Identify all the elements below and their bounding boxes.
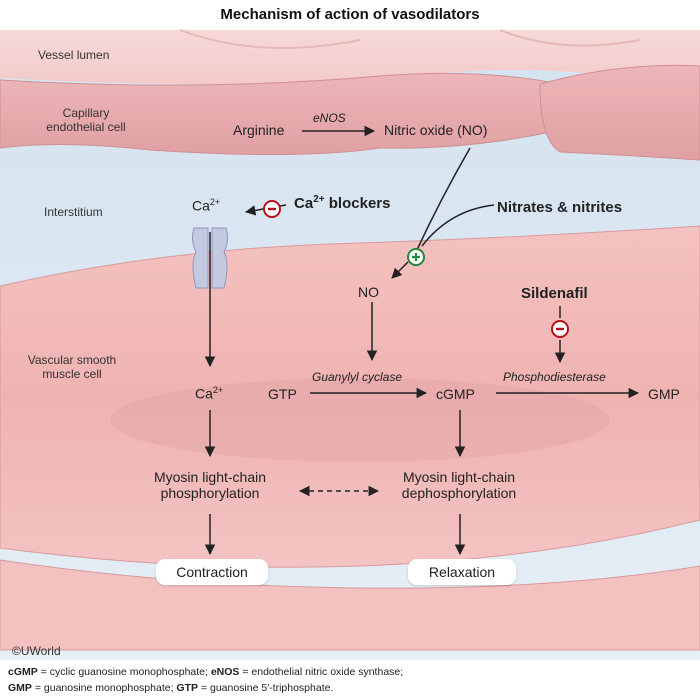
label-vessel-lumen: Vessel lumen (38, 48, 110, 62)
label-smooth-muscle-cell: Vascular smooth muscle cell (27, 353, 117, 381)
diagram-title: Mechanism of action of vasodilators (220, 6, 480, 23)
outcome-relaxation: Relaxation (408, 559, 516, 585)
inhibit-icon (263, 200, 281, 218)
node-mlc-phosphorylation: Myosin light-chain phosphorylation (153, 469, 267, 501)
label-interstitium: Interstitium (44, 205, 103, 219)
arrow-plus-to-no (391, 261, 409, 279)
node-mlc-dephosphorylation: Myosin light-chain dephosphorylation (401, 469, 517, 501)
drug-nitrates-nitrites: Nitrates & nitrites (497, 199, 623, 216)
node-calcium-extracellular: Ca2+ (192, 197, 221, 214)
stimulate-icon (407, 248, 425, 266)
inhibit-icon (551, 320, 569, 338)
copyright: ©UWorld (12, 644, 61, 658)
node-cgmp: cGMP (436, 386, 475, 402)
node-no-intracellular: NO (358, 284, 379, 300)
vessel-lumen-region (0, 30, 700, 90)
endothelial-cell (0, 72, 561, 156)
footnote-line-1: cGMP = cyclic guanosine monophosphate; e… (8, 666, 404, 678)
arrow-nitrates-to-plus (421, 204, 495, 247)
arrow-no-to-plus (415, 147, 471, 253)
node-nitric-oxide: Nitric oxide (NO) (384, 122, 488, 138)
drug-sildenafil: Sildenafil (521, 285, 588, 302)
node-gtp: GTP (268, 386, 297, 402)
label-enos: eNOS (313, 111, 346, 125)
endothelial-cell (539, 64, 700, 161)
node-gmp: GMP (648, 386, 680, 402)
calcium-channel-icon (191, 227, 229, 289)
lumen-fold (179, 29, 361, 49)
label-phosphodiesterase: Phosphodiesterase (503, 370, 606, 384)
drug-calcium-channel-blockers: Ca2+ blockers (294, 194, 391, 212)
label-guanylyl-cyclase: Guanylyl cyclase (312, 370, 403, 384)
node-calcium-intracellular: Ca2+ (195, 385, 224, 402)
nucleus-shading (110, 378, 610, 462)
outcome-contraction: Contraction (156, 559, 268, 585)
footnote-line-2: GMP = guanosine monophosphate; GTP = gua… (8, 682, 334, 694)
node-arginine: Arginine (233, 122, 285, 138)
lumen-fold (499, 29, 641, 47)
label-endothelial-cell: Capillary endothelial cell (46, 106, 126, 134)
